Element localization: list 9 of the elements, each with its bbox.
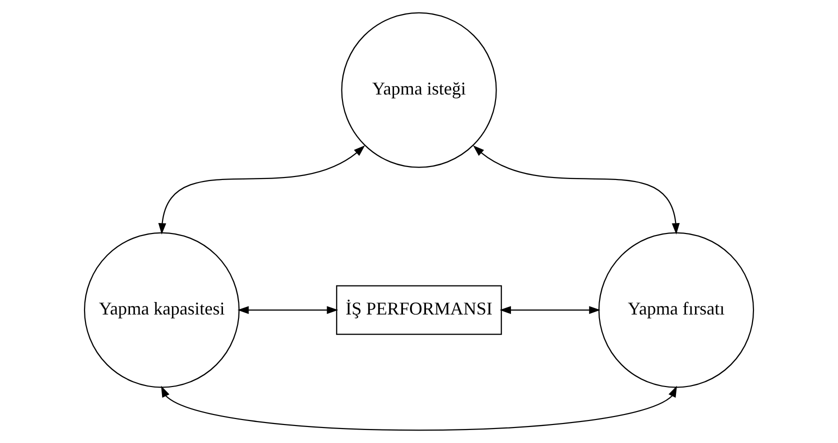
arrow bbox=[473, 145, 680, 234]
node-box: İŞ PERFORMANSI bbox=[336, 285, 502, 335]
node-circle: Yapma fırsatı bbox=[598, 232, 754, 388]
arrow bbox=[500, 306, 600, 314]
arrow bbox=[161, 386, 677, 431]
node-circle: Yapma kapasitesi bbox=[84, 232, 240, 388]
arrow bbox=[158, 145, 365, 234]
node-circle: Yapma isteği bbox=[341, 12, 497, 168]
arrow bbox=[237, 306, 338, 314]
